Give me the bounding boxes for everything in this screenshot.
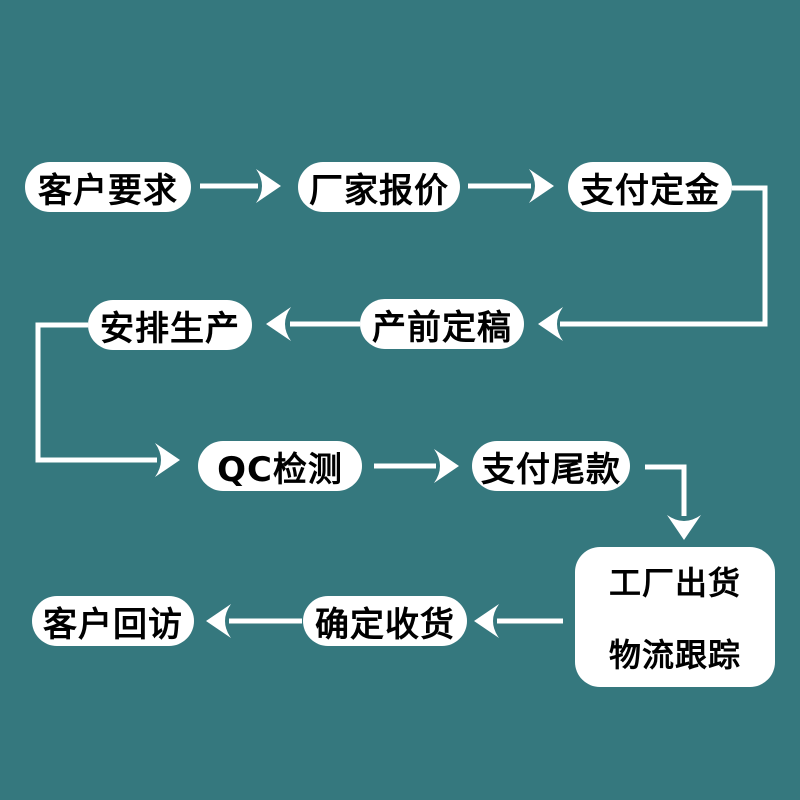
flow-node-pre-production-approval: 产前定稿: [360, 299, 524, 349]
flow-node-label: 客户回访: [43, 604, 183, 645]
flow-node-pay-deposit: 支付定金: [568, 162, 732, 212]
flow-node-label: 工厂出货: [608, 564, 741, 602]
flow-node-label: 客户要求: [38, 170, 178, 211]
flow-node-manufacturer-quote: 厂家报价: [298, 162, 460, 212]
flow-arrowhead-icon: [155, 443, 180, 477]
flow-arrowhead-icon: [667, 515, 701, 540]
flow-node-label: 支付定金: [580, 170, 720, 211]
flow-arrowhead-icon: [474, 604, 499, 638]
flow-node-label: 产前定稿: [372, 307, 512, 348]
flow-node-factory-shipping-logistics: 工厂出货物流跟踪: [575, 547, 775, 687]
flow-node-label: 物流跟踪: [608, 636, 741, 674]
flow-node-label: 确定收货: [315, 604, 455, 645]
flow-arrow-pay-deposit-to-pre-production-approval: [538, 185, 768, 341]
flow-node-customer-followup: 客户回访: [32, 596, 194, 646]
flow-arrowhead-icon: [434, 449, 459, 483]
flow-arrow-factory-shipping-logistics-to-confirm-receipt: [474, 604, 563, 638]
flow-arrow-qc-inspection-to-pay-balance: [374, 449, 459, 483]
flow-arrow-customer-requirements-to-manufacturer-quote: [200, 169, 281, 203]
flow-arrowhead-icon: [538, 307, 563, 341]
flow-node-arrange-production: 安排生产: [88, 300, 252, 350]
flow-node-pay-balance: 支付尾款: [472, 441, 630, 491]
flow-node-confirm-receipt: 确定收货: [303, 596, 467, 646]
flow-arrow-line: [35, 322, 157, 463]
flow-node-label: 厂家报价: [309, 170, 449, 211]
flow-arrow-manufacturer-quote-to-pay-deposit: [468, 169, 554, 203]
flow-arrowhead-icon: [206, 604, 231, 638]
flow-node-qc-inspection: QC检测: [198, 441, 362, 491]
flow-node-label: 支付尾款: [481, 449, 621, 490]
flow-arrow-line: [560, 185, 768, 327]
flow-arrowhead-icon: [266, 307, 291, 341]
flow-arrowhead-icon: [529, 169, 554, 203]
flow-node-label: QC检测: [217, 449, 343, 490]
flow-arrow-pre-production-approval-to-arrange-production: [266, 307, 360, 341]
flow-node-customer-requirements: 客户要求: [25, 162, 191, 212]
flow-arrow-confirm-receipt-to-customer-followup: [206, 604, 302, 638]
flow-node-label: 安排生产: [100, 308, 240, 349]
flow-arrow-arrange-production-to-qc-inspection: [35, 322, 180, 477]
flow-arrowhead-icon: [256, 169, 281, 203]
flow-arrow-line: [645, 464, 687, 516]
flow-arrow-pay-balance-to-factory-shipping-logistics: [645, 464, 701, 540]
